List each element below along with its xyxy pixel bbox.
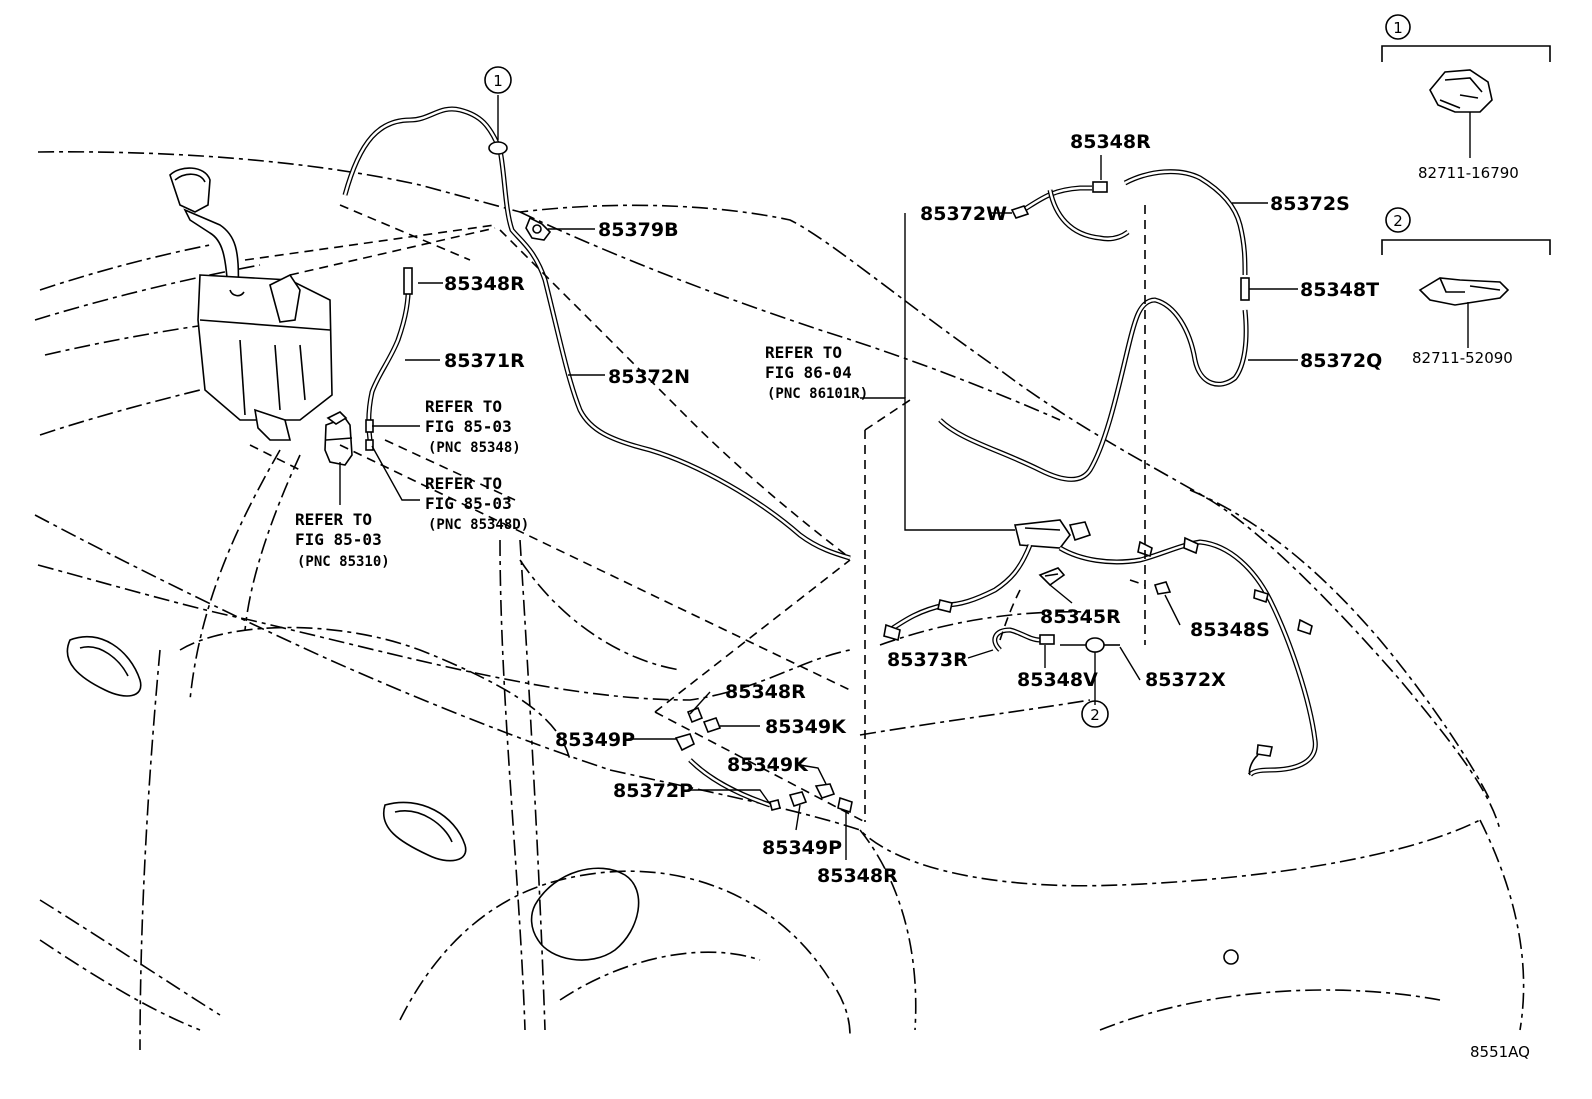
ref-85348-line2: FIG 85-03 (425, 417, 512, 436)
guide-lines (339, 205, 1146, 823)
ref-85310-line1: REFER TO (295, 510, 372, 529)
clip-82711-52090-illustration (1418, 277, 1510, 306)
ref-85348-line3: (PNC 85348) (428, 440, 521, 456)
reference-note-85310: REFER TO FIG 85-03 (PNC 85310) (295, 510, 390, 570)
label-85372P: 85372P (613, 780, 693, 802)
legend-item-2: 2 82711-52090 (1381, 207, 1551, 367)
label-85349K-upper: 85349K (765, 716, 847, 738)
label-85348S: 85348S (1190, 619, 1270, 641)
ref-86101R-line1: REFER TO (765, 343, 842, 362)
hose-85371R (365, 267, 413, 451)
ref-85348-line1: REFER TO (425, 397, 502, 416)
reference-note-85348: REFER TO FIG 85-03 (PNC 85348) (425, 397, 521, 456)
label-85379B: 85379B (598, 219, 679, 241)
reference-note-85348D: REFER TO FIG 85-03 (PNC 85348D) (425, 474, 529, 533)
label-85348R-top: 85348R (444, 273, 525, 295)
label-85373R: 85373R (887, 649, 968, 671)
lower-joints (674, 706, 853, 814)
reference-note-86101R: REFER TO FIG 86-04 (PNC 86101R) (765, 343, 868, 402)
label-85372S: 85372S (1270, 193, 1350, 215)
label-85348R-bottom: 85348R (817, 865, 898, 887)
label-82711-52090: 82711-52090 (1412, 349, 1513, 367)
hose-85372S (1123, 169, 1248, 276)
connector-85348V (1039, 634, 1055, 645)
label-85348T: 85348T (1300, 279, 1379, 301)
ref-85348D-line3: (PNC 85348D) (428, 517, 529, 533)
callout-1: 1 (484, 66, 512, 94)
ref-86101R-line2: FIG 86-04 (765, 363, 852, 382)
legend-2-number: 2 (1393, 212, 1403, 230)
washer-pump (324, 411, 353, 466)
vehicle-body-outline (34, 151, 1525, 1051)
label-85371R: 85371R (444, 350, 525, 372)
figure-code: 8551AQ (1470, 1043, 1530, 1061)
label-82711-16790: 82711-16790 (1418, 164, 1519, 182)
label-85345R: 85345R (1040, 606, 1121, 628)
leader-lines (339, 95, 1298, 860)
ref-86101R-line3: (PNC 86101R) (767, 386, 868, 402)
ref-85348D-line1: REFER TO (425, 474, 502, 493)
fuel-door (530, 867, 640, 961)
label-85349P-upper: 85349P (555, 729, 635, 751)
label-85348R-joint: 85348R (725, 681, 806, 703)
label-85372N: 85372N (608, 366, 690, 388)
part-labels: 85348R 85371R 85372N 85379B 85348R 85372… (444, 131, 1382, 887)
ref-85310-line3: (PNC 85310) (297, 554, 390, 570)
legend-item-1: 1 82711-16790 (1381, 14, 1551, 182)
label-85372Q: 85372Q (1300, 350, 1382, 372)
clip-82711-16790-illustration (1429, 69, 1493, 113)
tank-guide-lines (244, 204, 496, 471)
connector-85348T (1240, 277, 1250, 301)
hose-85373R (992, 627, 1041, 652)
callout-2: 2 (1081, 700, 1109, 728)
callout-2-text: 2 (1090, 706, 1100, 724)
legend-1-number: 1 (1393, 19, 1403, 37)
ref-85348D-line2: FIG 85-03 (425, 494, 512, 513)
hose-85372Q (938, 297, 1249, 482)
label-85348R-rear: 85348R (1070, 131, 1151, 153)
nozzle-85345R (1038, 567, 1066, 587)
label-85372X: 85372X (1145, 669, 1226, 691)
hose-85372N (342, 106, 851, 561)
connector-85348S (1153, 581, 1172, 595)
bumper-reflector (1223, 949, 1239, 965)
label-85348V: 85348V (1017, 669, 1098, 691)
door-handle-rear (382, 801, 467, 862)
door-handle-front (66, 635, 142, 697)
wire-harness (883, 519, 1318, 777)
clip-85379B (525, 216, 552, 241)
washer-tank (169, 167, 333, 441)
label-85349K-lower: 85349K (727, 754, 809, 776)
hose-85372W (1010, 181, 1130, 242)
grommet-85372X (1060, 637, 1120, 653)
callout-1-text: 1 (493, 72, 503, 90)
label-85372W: 85372W (920, 203, 1007, 225)
label-85349P-lower: 85349P (762, 837, 842, 859)
ref-85310-line2: FIG 85-03 (295, 530, 382, 549)
